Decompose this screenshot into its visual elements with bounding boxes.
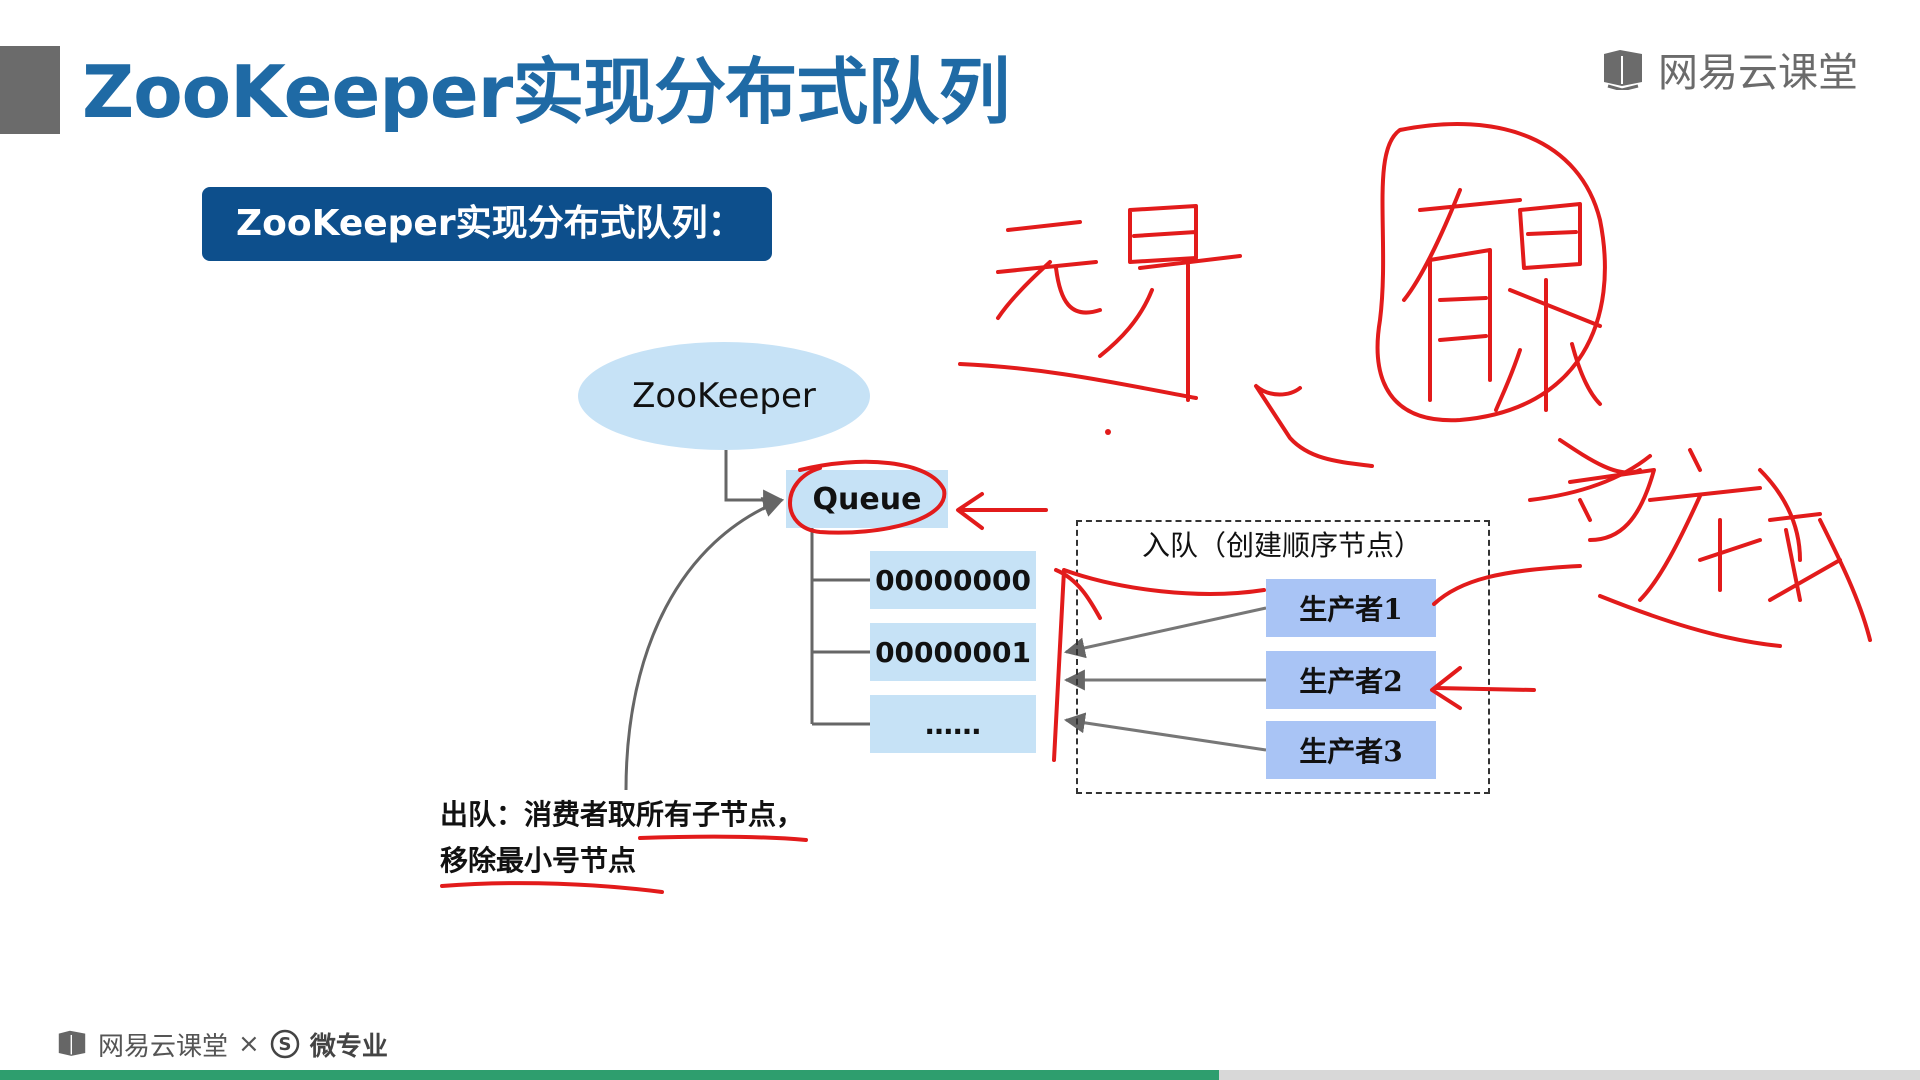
- handwriting-underline-wujie: [958, 362, 1198, 400]
- brand-name: 网易云课堂: [1658, 50, 1858, 96]
- handwriting-wujie: [996, 204, 1242, 402]
- book-icon: [58, 1030, 86, 1056]
- footer-separator: ×: [238, 1029, 260, 1059]
- enqueue-label: 入队（创建顺序节点）: [1142, 529, 1423, 562]
- slide-title: ZooKeeper实现分布式队列: [82, 50, 1010, 134]
- dequeue-arrow: [624, 497, 784, 791]
- sequence-node: 00000000: [870, 551, 1036, 609]
- handwriting-arrow: [1254, 384, 1374, 468]
- dequeue-line-2: 移除最小号节点: [440, 844, 637, 877]
- s-circle-icon: S: [270, 1029, 300, 1059]
- handwriting-dot: [1105, 429, 1111, 435]
- handwriting-youjie: [1402, 188, 1602, 412]
- footer-branding: 网易云课堂 × S 微专业: [56, 1024, 388, 1064]
- producer-2: 生产者2: [1266, 651, 1436, 709]
- handwriting-fenbusuo: [1558, 438, 1872, 642]
- handwriting-circle-youjie: [1375, 122, 1607, 423]
- queue-pointer-arrow: [956, 492, 1048, 530]
- book-icon: [1604, 50, 1642, 90]
- svg-text:S: S: [278, 1034, 291, 1055]
- brand-logo-top: 网易云课堂: [1600, 44, 1858, 96]
- footer-partner: 微专业: [309, 1031, 388, 1062]
- video-progress-fill: [0, 1070, 1220, 1080]
- root-to-queue-connector: [724, 450, 785, 511]
- producer-3: 生产者3: [1266, 721, 1436, 779]
- dequeue-line-1: 出队：消费者取所有子节点，: [440, 798, 805, 831]
- dequeue-underline-2: [440, 881, 664, 894]
- sequence-node-ellipsis: ……: [870, 695, 1036, 753]
- dequeue-description: 出队：消费者取所有子节点， 移除最小号节点: [440, 792, 860, 884]
- sequence-node: 00000001: [870, 623, 1036, 681]
- title-accent-bar: [0, 46, 60, 134]
- zookeeper-node: ZooKeeper: [578, 342, 870, 450]
- footer-brand: 网易云课堂: [98, 1031, 229, 1062]
- section-heading: ZooKeeper实现分布式队列：: [202, 187, 772, 261]
- queue-node: Queue: [786, 470, 948, 528]
- producer-1: 生产者1: [1266, 579, 1436, 637]
